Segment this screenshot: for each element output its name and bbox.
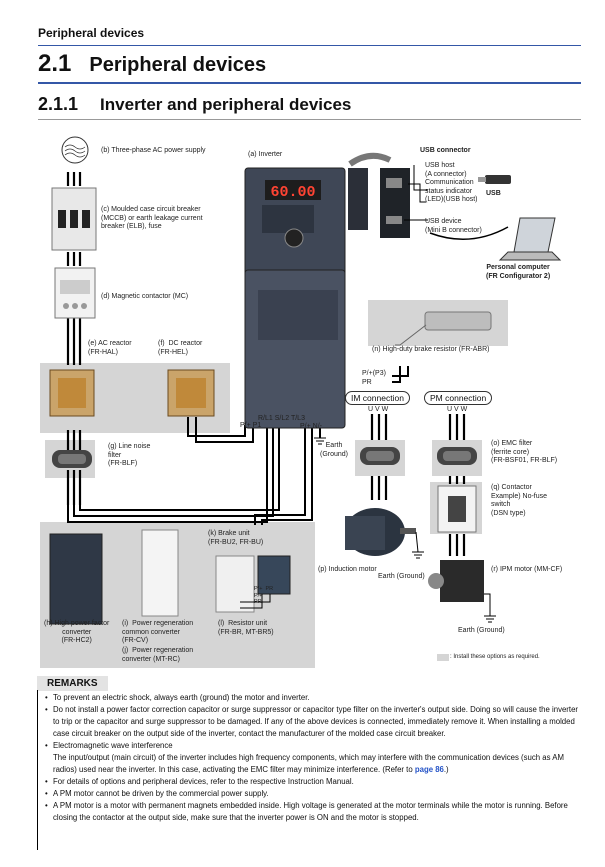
section-rule — [38, 82, 581, 84]
remark-emi-end: .) — [443, 765, 449, 774]
pm-connection-badge: PM connection — [424, 391, 493, 405]
section-number: 2.1 — [38, 50, 72, 77]
im-connection-badge: IM connection — [345, 391, 410, 405]
label-mc: (d) Magnetic contactor (MC) — [101, 293, 189, 300]
label-p3-pr: P/+(P3) PR — [362, 370, 386, 386]
remark-emi-detail: The input/output (main circuit) of the i… — [45, 752, 580, 776]
page-header: Peripheral devices — [38, 26, 145, 40]
label-personal-computer: Personal computer (FR Configurator 2) — [486, 264, 551, 280]
inverter-display: 60.00 — [270, 184, 315, 201]
label-power-supply: (b) Three-phase AC power supply — [101, 147, 206, 154]
label-ipm-motor: (r) IPM motor (MM-CF) — [491, 566, 563, 573]
remarks-box — [37, 690, 581, 850]
label-high-pf-converter: (h) High power factor converter (FR-HC2) — [44, 620, 110, 644]
label-ac-reactor: (e) AC reactor (FR-HAL) — [88, 340, 132, 356]
remark-emi-text: The input/output (main circuit) of the i… — [53, 753, 564, 774]
label-brake-unit: (k) Brake unit (FR-BU2, FR-BU) — [208, 530, 264, 546]
label-p-p1: P/+ P1 — [240, 422, 262, 429]
label-earth-ground-im: Earth (Ground) — [378, 573, 425, 580]
label-legend: : Install these options as required. — [450, 654, 540, 660]
label-emc-filter: (o) EMC filter (ferrite core) (FR-BSF01,… — [491, 440, 558, 464]
label-inverter: (a) Inverter — [248, 151, 283, 158]
remark-item: Do not install a power factor correction… — [45, 704, 580, 740]
remark-item: To prevent an electric shock, always ear… — [45, 692, 580, 704]
diagram-art: 60.00 — [49, 136, 562, 661]
label-usb-device: USB device (Mini B connector) — [425, 218, 482, 234]
label-resistor-unit: (l) Resistor unit (FR-BR, MT-BR5) — [218, 620, 274, 636]
label-uvw-pm: U V W — [447, 406, 468, 413]
label-usb-connector: USB connector — [420, 147, 471, 154]
label-power-regen-common: (i) Power regeneration common converter … — [122, 620, 194, 644]
label-induction-motor: (p) Induction motor — [318, 566, 377, 573]
remark-item: For details of options and peripheral de… — [45, 776, 580, 788]
remarks-title: REMARKS — [37, 676, 108, 691]
remark-item: Electromagnetic wave interference — [45, 740, 580, 752]
subsection-heading: 2.1.1 Inverter and peripheral devices — [38, 94, 351, 115]
label-line-noise-filter: (g) Line noise filter (FR-BLF) — [108, 443, 151, 467]
section-title: Peripheral devices — [89, 54, 267, 76]
subsection-number: 2.1.1 — [38, 94, 79, 114]
remark-item: A PM motor is a motor with permanent mag… — [45, 800, 580, 824]
label-power-regen-converter: (j) Power regeneration converter (MT-RC) — [122, 647, 194, 663]
label-mccb: (c) Moulded case circuit breaker (MCCB) … — [101, 206, 203, 230]
label-rst: R/L1 S/L2 T/L3 — [258, 415, 305, 422]
subsection-title: Inverter and peripheral devices — [100, 95, 352, 114]
peripheral-diagram: 60.00 — [0, 120, 605, 670]
label-contactor: (q) Contactor Example) No-fuse switch (D… — [491, 484, 548, 517]
header-rule — [38, 45, 581, 46]
label-p-n: P/+ N/- — [300, 423, 322, 430]
label-uvw-im: U V W — [368, 406, 389, 413]
label-usb: USB — [486, 190, 501, 197]
subsection-rule — [38, 119, 581, 120]
label-earth-ground-pm: Earth (Ground) — [458, 627, 505, 634]
section-heading: 2.1 Peripheral devices — [38, 50, 266, 78]
remarks-list: To prevent an electric shock, always ear… — [45, 692, 580, 824]
label-usb-host: USB host (A connector) Communication sta… — [425, 162, 478, 203]
label-earth-ground: Earth (Ground) — [320, 442, 349, 458]
label-dc-reactor: (f) DC reactor (FR-HEL) — [158, 340, 203, 356]
label-p-pr-unit: P/+ PR P/+ PR — [254, 586, 274, 605]
page-86-link[interactable]: page 86 — [414, 765, 444, 774]
label-brake-resistor: (n) High-duty brake resistor (FR-ABR) — [372, 346, 490, 353]
remark-item: A PM motor cannot be driven by the comme… — [45, 788, 580, 800]
